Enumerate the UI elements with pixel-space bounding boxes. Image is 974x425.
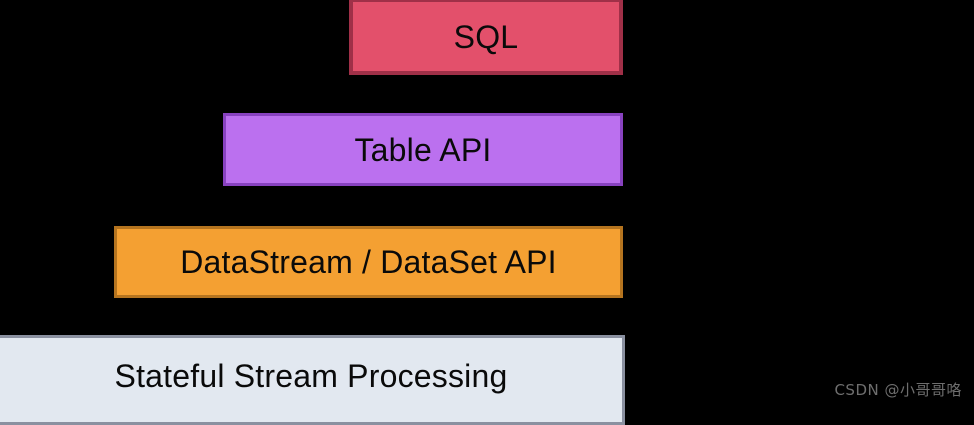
layer-box-stateful-stream-processing: Stateful Stream Processing — [0, 335, 625, 425]
watermark-text: CSDN @小哥哥咯 — [834, 381, 962, 399]
layer-box-table-api: Table API — [223, 113, 623, 186]
layer-box-sql: SQL — [349, 0, 623, 75]
layer-box-datastream-dataset-api: DataStream / DataSet API — [114, 226, 623, 298]
layer-label-stateful-stream-processing: Stateful Stream Processing — [114, 358, 508, 394]
layer-label-sql: SQL — [453, 18, 519, 55]
layer-label-table-api: Table API — [354, 131, 492, 168]
layer-label-datastream-dataset-api: DataStream / DataSet API — [180, 244, 557, 280]
